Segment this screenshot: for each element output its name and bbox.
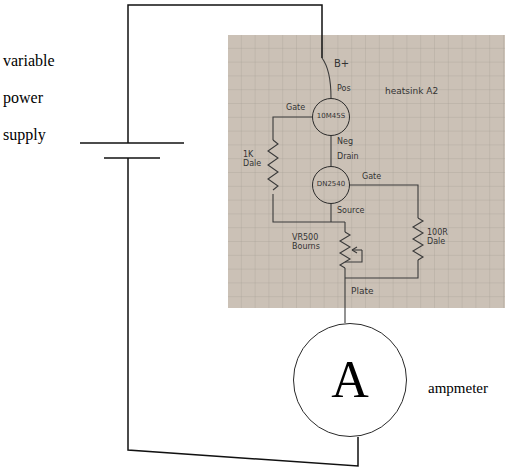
pin-label: Pos xyxy=(337,84,351,93)
potentiometer-symbol xyxy=(340,232,350,268)
transistor-circle: DN2540 xyxy=(312,166,350,204)
pencil-wires xyxy=(268,58,423,323)
ammeter-circle: A xyxy=(293,323,407,437)
note-label: heatsink A2 xyxy=(385,86,438,96)
pin-label: Gate xyxy=(286,103,305,112)
graph-paper-grid xyxy=(228,35,505,308)
transistor-circle: 10M45S xyxy=(312,98,350,136)
pin-label: Source xyxy=(337,206,364,215)
pin-label: Gate xyxy=(362,172,381,181)
pin-label: Neg xyxy=(337,137,353,146)
battery-symbol xyxy=(80,143,184,158)
part-label: 100R Dale xyxy=(427,228,459,246)
wire-connector xyxy=(331,136,332,166)
supply-label: variable power supply xyxy=(3,42,73,153)
part-label: VR500 Bourns xyxy=(292,233,336,251)
pin-label: Drain xyxy=(337,152,359,161)
node-text: A xyxy=(331,351,369,408)
terminal-label: Plate xyxy=(351,286,374,296)
resistor-symbol xyxy=(413,218,423,260)
node-text: DN2540 xyxy=(317,181,345,189)
meter-label: ampmeter xyxy=(428,380,488,397)
resistor-symbol xyxy=(268,140,278,190)
part-label: 1K Dale xyxy=(243,150,267,168)
graph-paper-photo xyxy=(228,35,505,308)
terminal-label: B+ xyxy=(334,58,349,70)
node-text: 10M45S xyxy=(317,113,345,121)
